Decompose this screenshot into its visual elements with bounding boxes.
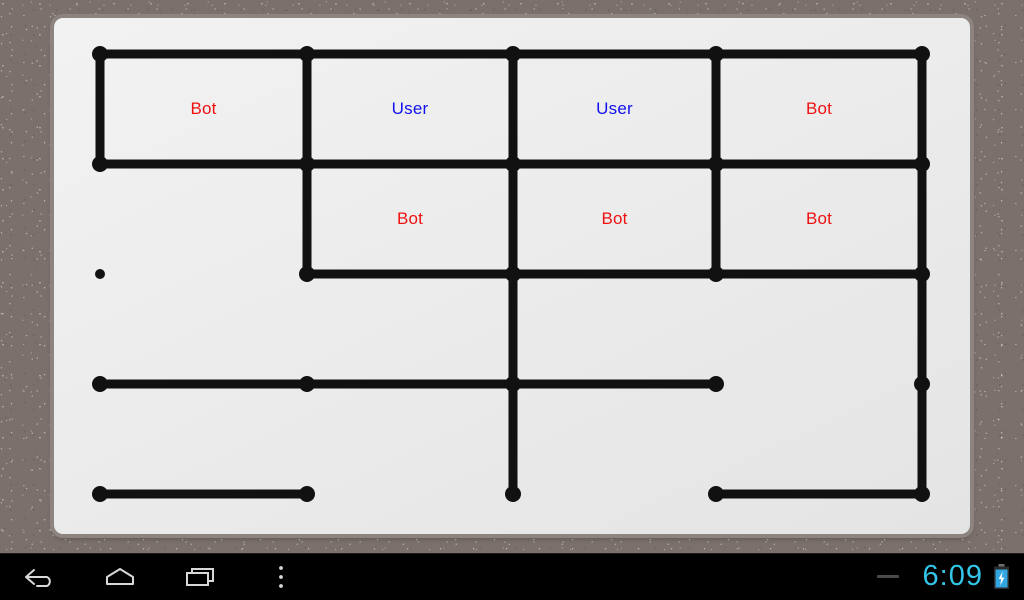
overflow-menu-button[interactable]: [241, 553, 321, 600]
grid-dot[interactable]: [914, 46, 930, 62]
grid-dot[interactable]: [299, 376, 315, 392]
grid-dot[interactable]: [708, 266, 724, 282]
grid-dot[interactable]: [505, 266, 521, 282]
grid-dot[interactable]: [914, 486, 930, 502]
grid-dot[interactable]: [299, 156, 315, 172]
grid-dot[interactable]: [914, 266, 930, 282]
back-icon: [25, 568, 51, 587]
grid-dot[interactable]: [708, 486, 724, 502]
dots-and-boxes-grid[interactable]: [54, 18, 970, 534]
grid-dot[interactable]: [505, 46, 521, 62]
battery-charging-icon: [993, 564, 1010, 589]
signal-dash-icon: [876, 575, 899, 578]
home-icon: [106, 567, 134, 585]
grid-dot[interactable]: [914, 376, 930, 392]
recents-button[interactable]: [161, 553, 241, 600]
grid-dot[interactable]: [92, 376, 108, 392]
grid-dot[interactable]: [505, 156, 521, 172]
overflow-menu-icon: [279, 565, 283, 588]
grid-dot[interactable]: [299, 266, 315, 282]
grid-dot[interactable]: [708, 376, 724, 392]
grid-dot[interactable]: [914, 156, 930, 172]
grid-dot[interactable]: [708, 156, 724, 172]
status-bar-right[interactable]: 6:09: [876, 553, 1024, 600]
dots-layer: [92, 46, 930, 502]
status-clock: 6:09: [922, 560, 983, 592]
grid-dot[interactable]: [92, 156, 108, 172]
home-button[interactable]: [80, 553, 160, 600]
grid-dot[interactable]: [708, 46, 724, 62]
back-button[interactable]: [0, 553, 80, 600]
edges-layer: [95, 49, 927, 499]
recents-icon: [186, 567, 214, 586]
grid-dot[interactable]: [299, 46, 315, 62]
grid-dot[interactable]: [92, 46, 108, 62]
grid-dot[interactable]: [92, 486, 108, 502]
navbar-divider: [0, 553, 1024, 554]
grid-dot[interactable]: [299, 486, 315, 502]
grid-dot[interactable]: [505, 486, 521, 502]
grid-dot[interactable]: [505, 376, 521, 392]
android-navigation-bar: 6:09: [0, 553, 1024, 600]
grid-dot[interactable]: [95, 269, 105, 279]
